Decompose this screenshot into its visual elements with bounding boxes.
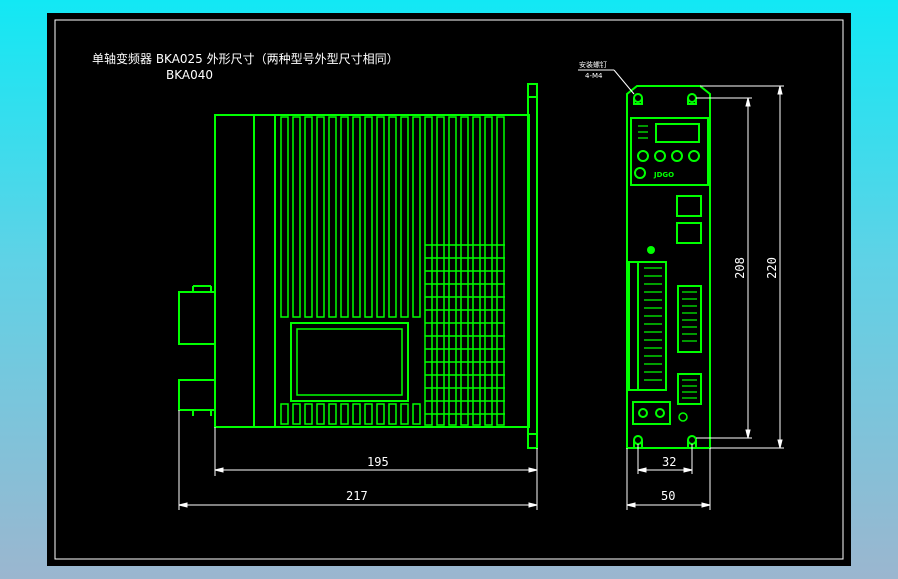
front-key-5 xyxy=(634,167,646,179)
heatsink-fin xyxy=(280,116,289,318)
hole-note: 安装螺钉 xyxy=(579,60,607,69)
heatsink-fin-lower xyxy=(328,403,337,425)
heatsink-fin xyxy=(376,116,385,318)
heatsink-fin xyxy=(316,116,325,318)
heatsink-fin xyxy=(364,116,373,318)
front-brand-label: JDGO xyxy=(653,171,674,179)
front-power-terminal xyxy=(632,401,671,425)
heatsink-fin xyxy=(388,116,397,318)
front-details xyxy=(638,125,697,399)
hole-spec: 4-M4 xyxy=(585,72,603,80)
dim-width-total: 50 xyxy=(661,489,675,503)
drawing-title-model-2: BKA040 xyxy=(166,68,213,82)
heatsink-fin-lower xyxy=(292,403,301,425)
dim-depth-total: 217 xyxy=(346,489,368,503)
front-rj-port-2 xyxy=(676,222,702,244)
status-led-icon xyxy=(647,246,655,254)
heatsink-fin xyxy=(412,116,421,318)
drawing-frame xyxy=(54,19,844,560)
heatsink-fin xyxy=(400,116,409,318)
front-key-3 xyxy=(671,150,683,162)
front-key-2 xyxy=(654,150,666,162)
front-connector-lower xyxy=(677,373,702,405)
hole-leader xyxy=(578,69,635,95)
heatsink-fin-lower xyxy=(352,403,361,425)
side-window xyxy=(290,322,409,402)
side-connector-top xyxy=(178,291,216,345)
heatsink-fin-lower xyxy=(376,403,385,425)
heatsink-fin-lower xyxy=(412,403,421,425)
heatsink-fin-lower xyxy=(340,403,349,425)
front-key-1 xyxy=(637,150,649,162)
side-view xyxy=(178,83,538,449)
heatsink-fin xyxy=(304,116,313,318)
heatsink-fins xyxy=(280,116,505,426)
heatsink-fin-lower xyxy=(316,403,325,425)
heatsink-fin-lower xyxy=(280,403,289,425)
front-dimensions xyxy=(626,85,784,510)
heatsink-fin-lower xyxy=(304,403,313,425)
dim-hole-spacing-v: 208 xyxy=(733,257,747,279)
front-terminal-block xyxy=(628,261,667,391)
heatsink-fin xyxy=(340,116,349,318)
drawing-title: 单轴变频器 BKA025 外形尺寸（两种型号外型尺寸相同） xyxy=(92,51,399,66)
front-display-panel xyxy=(630,117,709,186)
front-rj-port-1 xyxy=(676,195,702,217)
heatsink-fin xyxy=(328,116,337,318)
front-connector-upper xyxy=(677,285,702,353)
dim-depth-body: 195 xyxy=(367,455,389,469)
side-mounting-plate xyxy=(527,83,538,449)
side-dimensions xyxy=(178,410,538,510)
ground-icon xyxy=(678,412,688,422)
heatsink-fin-lower xyxy=(400,403,409,425)
front-lcd xyxy=(655,123,700,143)
heatsink-fin xyxy=(292,116,301,318)
heatsink-fin-lower xyxy=(388,403,397,425)
dim-hole-spacing-h: 32 xyxy=(662,455,676,469)
dim-height-total: 220 xyxy=(765,257,779,279)
heatsink-fin-lower xyxy=(364,403,373,425)
heatsink-fin xyxy=(352,116,361,318)
front-key-4 xyxy=(688,150,700,162)
